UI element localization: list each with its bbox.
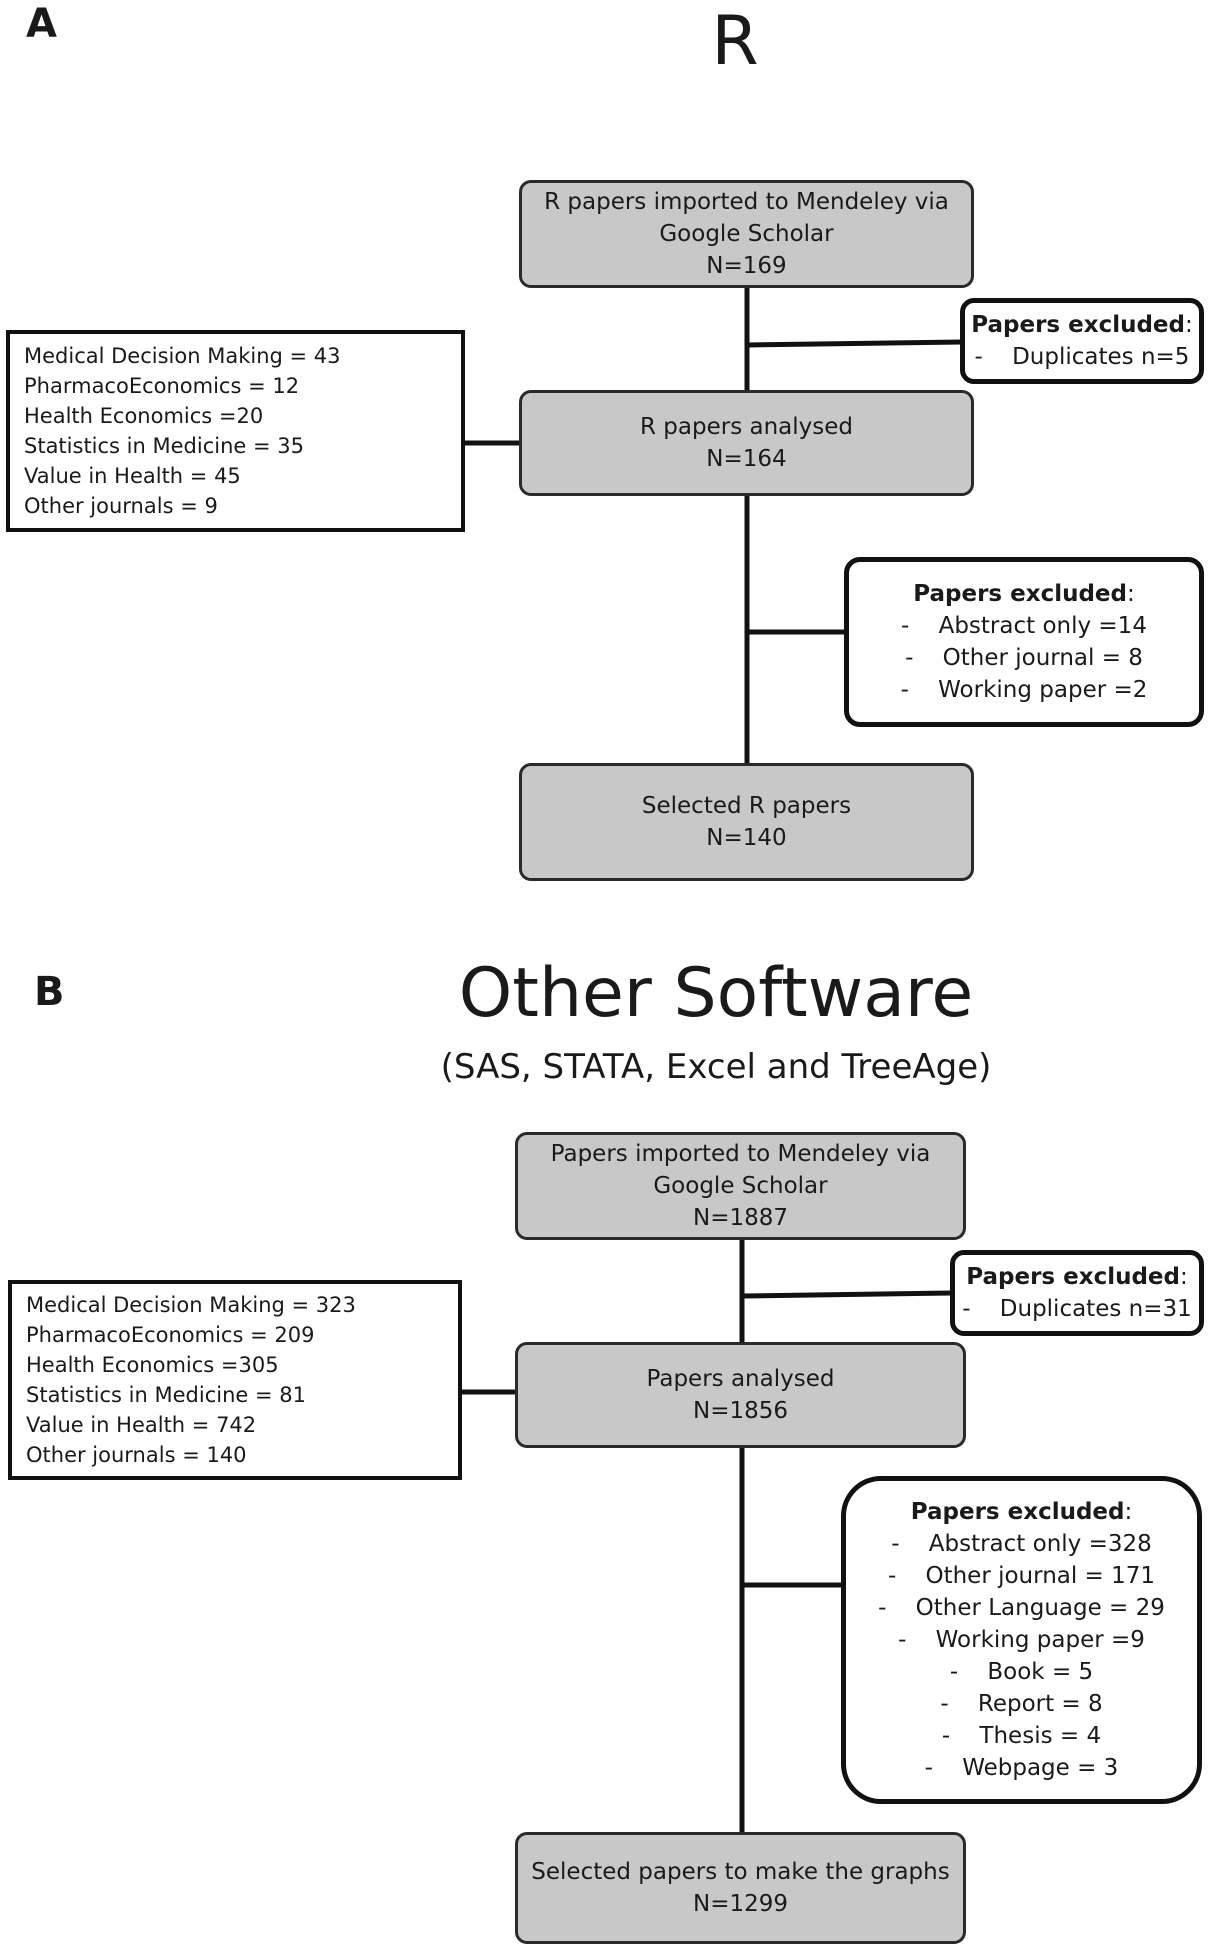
b-imported-line2: Google Scholar [653,1173,828,1199]
b-analysed-line2: N=1856 [692,1398,788,1424]
b-excluded2-item: - Other Language = 29 [878,1595,1165,1621]
panel-b-title: Other Software [458,954,974,1033]
a-selected-box: Selected R papers N=140 [519,763,974,881]
a-selected-line2: N=140 [706,825,787,851]
b-excluded1-colon: : [1179,1264,1188,1290]
b-journals-box: Medical Decision Making = 323 PharmacoEc… [8,1280,462,1480]
b-selected-line1: Selected papers to make the graphs [531,1859,950,1885]
a-analysed-line2: N=164 [706,446,787,472]
a-excluded2-item: - Other journal = 8 [905,645,1143,671]
a-branch-excluded1 [746,339,963,348]
b-journal-item: Other journals = 140 [26,1443,247,1467]
panel-a-title: R [711,2,759,81]
a-imported-line3: N=169 [706,253,787,279]
b-excluded2-item: - Thesis = 4 [941,1723,1102,1749]
b-journal-item: Statistics in Medicine = 81 [26,1383,306,1407]
b-journal-item: Medical Decision Making = 323 [26,1293,356,1317]
b-journal-item: Value in Health = 742 [26,1413,257,1437]
a-excluded1-item: - Duplicates n=5 [974,344,1190,370]
a-excluded2-colon: : [1126,581,1135,607]
b-excluded2-item: - Working paper =9 [898,1627,1145,1653]
b-excluded2-item: - Report = 8 [940,1691,1103,1717]
a-journal-item: Health Economics =20 [24,404,264,428]
b-analysed-line1: Papers analysed [646,1366,835,1392]
a-excluded1-colon: : [1184,312,1193,338]
b-excluded2-colon: : [1124,1499,1133,1525]
b-journal-item: Health Economics =305 [26,1353,279,1377]
b-excluded2-item: - Abstract only =328 [891,1531,1152,1557]
b-excluded2-header-text: Papers excluded [910,1499,1125,1525]
a-excluded2-box: Papers excluded: - Abstract only =14 - O… [844,557,1204,727]
b-excluded2-item: - Other journal = 171 [887,1563,1156,1589]
a-imported-line1: R papers imported to Mendeley via [544,189,949,215]
b-journal-item: PharmacoEconomics = 209 [26,1323,315,1347]
a-journal-item: Other journals = 9 [24,494,218,518]
a-excluded1-header-text: Papers excluded [971,312,1185,338]
b-excluded2-item: - Book = 5 [949,1659,1094,1685]
a-imported-line2: Google Scholar [659,221,834,247]
b-excluded2-item: - Webpage = 3 [924,1755,1119,1781]
b-imported-line1: Papers imported to Mendeley via [550,1141,931,1167]
a-journals-box: Medical Decision Making = 43 PharmacoEco… [6,330,465,532]
b-excluded2-header: Papers excluded: [911,1496,1132,1528]
a-excluded2-item: - Abstract only =14 [901,613,1147,639]
b-excluded1-item: - Duplicates n=31 [962,1296,1192,1322]
a-journal-item: PharmacoEconomics = 12 [24,374,300,398]
a-excluded2-header: Papers excluded: [913,578,1134,610]
a-analysed-box: R papers analysed N=164 [519,390,974,496]
b-selected-box: Selected papers to make the graphs N=129… [515,1832,966,1944]
b-excluded2-box: Papers excluded: - Abstract only =328 - … [841,1476,1202,1804]
panel-b-subtitle: (SAS, STATA, Excel and TreeAge) [440,1047,992,1087]
a-excluded2-header-text: Papers excluded [913,581,1127,607]
panel-b-letter: B [34,969,65,1015]
b-excluded1-header-text: Papers excluded [966,1264,1180,1290]
b-analysed-box: Papers analysed N=1856 [515,1342,966,1448]
a-excluded1-header: Papers excluded: [971,309,1192,341]
a-analysed-line1: R papers analysed [640,414,853,440]
b-excluded1-header: Papers excluded: [966,1261,1187,1293]
a-excluded1-box: Papers excluded: - Duplicates n=5 [960,298,1204,384]
a-imported-box: R papers imported to Mendeley via Google… [519,180,974,288]
b-imported-box: Papers imported to Mendeley via Google S… [515,1132,966,1240]
panel-a-letter: A [26,1,57,47]
b-branch-excluded1 [741,1290,953,1299]
a-journal-item: Statistics in Medicine = 35 [24,434,304,458]
b-selected-line2: N=1299 [692,1891,788,1917]
b-excluded1-box: Papers excluded: - Duplicates n=31 [950,1250,1204,1336]
a-excluded2-item: - Working paper =2 [900,677,1148,703]
b-imported-line3: N=1887 [692,1205,788,1231]
a-journal-item: Value in Health = 45 [24,464,241,488]
a-selected-line1: Selected R papers [641,793,852,819]
a-journal-item: Medical Decision Making = 43 [24,344,341,368]
